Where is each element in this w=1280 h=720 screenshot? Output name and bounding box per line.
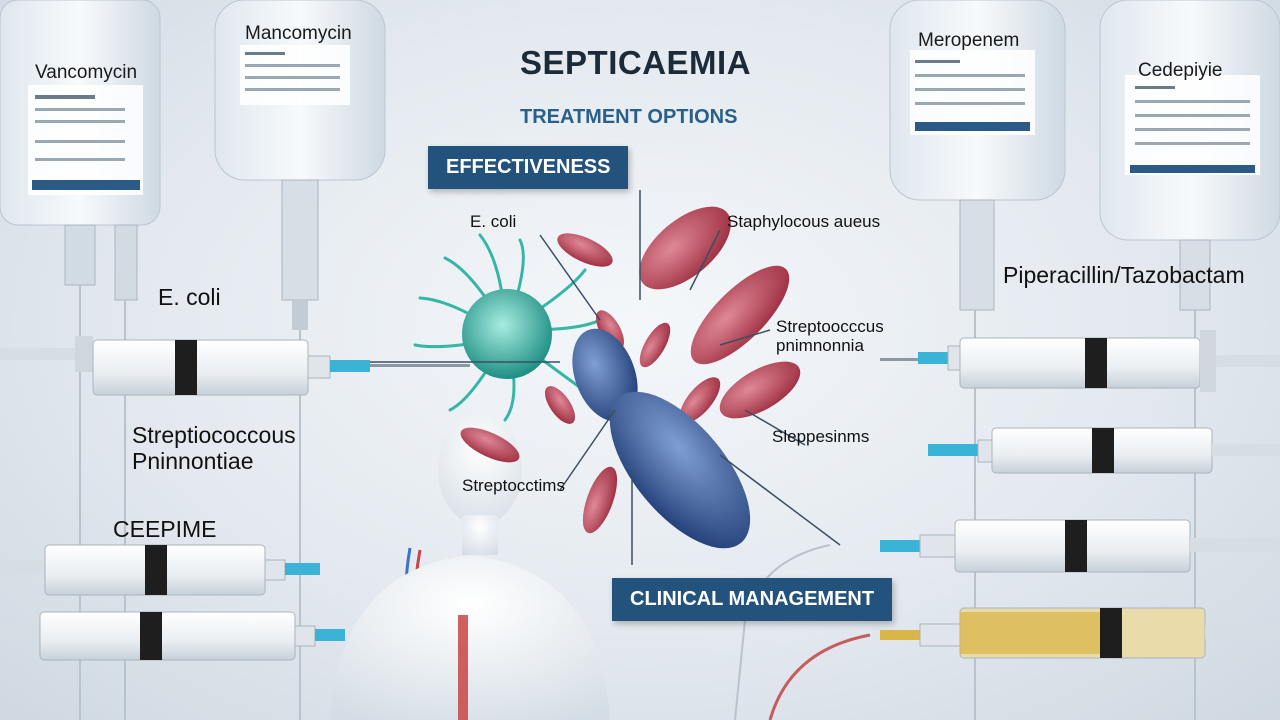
page-title: SEPTICAEMIA <box>520 44 752 81</box>
bacteria-red <box>460 206 801 534</box>
pathogen-label-sleppesinms: Sleppesinms <box>772 427 870 446</box>
iv-bag-meropenem <box>889 0 1066 311</box>
syringe-right-3 <box>880 519 1280 573</box>
virus-particle <box>413 233 602 422</box>
syringe-right-2 <box>928 427 1280 474</box>
iv-bag-vancomycin <box>0 0 161 301</box>
blood-vial <box>458 615 468 720</box>
syringe-left-3 <box>0 611 345 661</box>
left-label-strep-line1: Streptiococcous <box>132 422 296 448</box>
pathogen-label-strep-line2: pnimnonnia <box>776 336 864 355</box>
pathogen-label-streptocctims: Streptocctims <box>462 476 565 495</box>
iv-bag-label-mancomycin: Mancomycin <box>245 23 352 44</box>
clinical-management-banner: CLINICAL MANAGEMENT <box>612 578 893 621</box>
left-label-cefepime: CEEPIME <box>113 516 217 542</box>
iv-bag-cedepiyie <box>1099 0 1280 311</box>
syringe-left-1 <box>0 336 470 396</box>
syringe-left-2 <box>0 544 320 596</box>
iv-bag-label-meropenem: Meropenem <box>918 30 1020 51</box>
iv-bag-label-vancomycin: Vancomycin <box>35 62 138 83</box>
syringe-right-4 <box>880 607 1280 659</box>
red-tubing-right <box>768 633 871 720</box>
syringe-right-1 <box>880 330 1280 392</box>
human-figure <box>330 415 610 720</box>
bacteria-blue <box>572 328 751 549</box>
pathogen-label-strep-line1: Streptoocccus <box>776 317 884 336</box>
leader-lines <box>370 190 841 565</box>
page-subtitle: TREATMENT OPTIONS <box>520 106 738 128</box>
effectiveness-banner: EFFECTIVENESS <box>428 146 629 189</box>
right-label-piperacillin: Piperacillin/Tazobactam <box>1003 262 1245 288</box>
iv-bag-mancomycin <box>214 0 386 330</box>
iv-bag-label-cedepiyie: Cedepiyie <box>1138 60 1223 81</box>
left-label-ecoli: E. coli <box>158 284 221 310</box>
pathogen-label-staph: Staphylocous aueus <box>727 212 881 231</box>
pathogen-label-ecoli: E. coli <box>470 212 517 231</box>
left-label-strep-line2: Pninnontiae <box>132 448 254 474</box>
